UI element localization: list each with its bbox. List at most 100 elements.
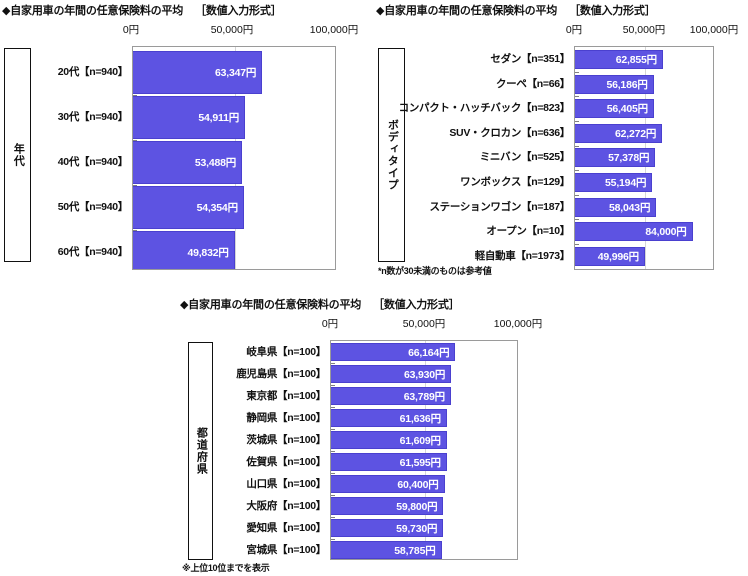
- chart-title-bodytype: ◆自家用車の年間の任意保険料の平均［数値入力形式］: [376, 2, 656, 18]
- bar-age-4[interactable]: 49,832円: [133, 231, 235, 269]
- bar-value-label: 59,730円: [396, 522, 438, 535]
- category-label: 30代【n=940】: [57, 111, 129, 123]
- bar-row: 56,186円: [575, 74, 713, 94]
- bar-age-0[interactable]: 63,347円: [133, 51, 263, 94]
- bar-value-label: 61,636円: [399, 412, 441, 425]
- bar-row: 53,488円: [133, 141, 335, 184]
- plot-area-bodytype: 62,855円 56,186円 56,405円 62,272円 57,378円 55,19…: [574, 46, 714, 270]
- axis-tickmark: [575, 96, 579, 97]
- chart-title-text: ◆自家用車の年間の任意保険料の平均: [180, 299, 362, 311]
- bar-row: 62,855円: [575, 50, 713, 69]
- category-label: 鹿児島県【n=100】: [236, 367, 326, 380]
- chart-title-text: ◆自家用車の年間の任意保険料の平均: [2, 5, 184, 17]
- category-label: 宮城県【n=100】: [246, 543, 326, 556]
- bar-row: 63,789円: [331, 387, 517, 405]
- axis-tick-label: 0円: [122, 24, 140, 36]
- chart-title-suffix: ［数値入力形式］: [195, 5, 282, 17]
- bar-age-2[interactable]: 53,488円: [133, 141, 243, 184]
- bar-row: 61,636円: [331, 409, 517, 427]
- bar-prefecture-8[interactable]: 59,730円: [331, 519, 444, 537]
- bar-prefecture-6[interactable]: 60,400円: [331, 475, 445, 493]
- chart-title-suffix: ［数値入力形式］: [569, 5, 656, 17]
- bar-value-label: 58,043円: [609, 201, 651, 214]
- axis-tick-label: 0円: [565, 24, 583, 36]
- axis-tickmark: [331, 407, 335, 408]
- bar-age-3[interactable]: 54,354円: [133, 186, 244, 229]
- bar-value-label: 84,000円: [645, 226, 687, 239]
- axis-tickmark: [575, 195, 579, 196]
- axis-tickmark: [575, 170, 579, 171]
- bar-prefecture-9[interactable]: 58,785円: [331, 541, 442, 559]
- bar-bodytype-0[interactable]: 62,855円: [575, 50, 663, 69]
- axis-tickmark: [331, 539, 335, 540]
- bar-bodytype-5[interactable]: 55,194円: [575, 173, 653, 192]
- category-label: 岐阜県【n=100】: [246, 345, 326, 358]
- axis-tickmark: [575, 219, 579, 220]
- category-label: 60代【n=940】: [57, 246, 129, 258]
- bar-prefecture-5[interactable]: 61,595円: [331, 453, 447, 471]
- category-label: 大阪府【n=100】: [246, 499, 326, 512]
- axis-tickmark: [331, 363, 335, 364]
- category-label: 40代【n=940】: [57, 156, 129, 168]
- axis-tickmark: [331, 517, 335, 518]
- bar-age-1[interactable]: 54,911円: [133, 96, 246, 139]
- category-label: セダン【n=351】: [490, 53, 570, 65]
- category-label: ミニバン【n=525】: [479, 151, 571, 164]
- group-axis-label: 都道府県: [195, 427, 208, 475]
- group-axis-label: 年代: [12, 143, 25, 167]
- category-label: ワンボックス【n=129】: [460, 176, 570, 188]
- category-label: 東京都【n=100】: [246, 389, 326, 402]
- bar-value-label: 62,272円: [614, 127, 657, 140]
- bar-prefecture-4[interactable]: 61,609円: [331, 431, 447, 449]
- bar-bodytype-3[interactable]: 62,272円: [575, 123, 663, 143]
- bar-value-label: 56,186円: [606, 78, 648, 91]
- axis-tickmark: [133, 140, 137, 141]
- axis-tickmark: [133, 185, 137, 186]
- axis-tickmark: [133, 230, 137, 231]
- plot-area-age: 63,347円 54,911円 53,488円 54,354円 49,832円: [132, 46, 336, 270]
- bar-value-label: 55,194円: [605, 177, 647, 189]
- bar-row: 63,347円: [133, 51, 335, 94]
- bar-bodytype-8[interactable]: 49,996円: [575, 246, 645, 266]
- bar-value-label: 58,785円: [394, 544, 436, 557]
- bar-prefecture-0[interactable]: 66,164円: [331, 343, 456, 361]
- bar-bodytype-4[interactable]: 57,378円: [575, 148, 656, 168]
- bar-value-label: 63,347円: [215, 67, 257, 79]
- bar-bodytype-7[interactable]: 84,000円: [575, 222, 693, 242]
- axis-tick-label: 100,000円: [493, 318, 543, 330]
- category-label: オープン【n=10】: [486, 225, 570, 238]
- group-axis-box-prefecture: 都道府県: [188, 342, 213, 560]
- category-label: 茨城県【n=100】: [246, 433, 326, 446]
- chart-title-age: ◆自家用車の年間の任意保険料の平均 ［数値入力形式］: [2, 2, 282, 18]
- bar-value-label: 60,400円: [397, 478, 439, 491]
- bar-value-label: 49,832円: [187, 247, 229, 259]
- bar-value-label: 61,595円: [399, 456, 441, 469]
- bar-value-label: 54,354円: [196, 202, 238, 214]
- chart-title-suffix: ［数値入力形式］: [373, 299, 460, 311]
- bar-row: 63,930円: [331, 365, 517, 383]
- group-axis-label: ボディタイプ: [386, 119, 399, 191]
- category-label: 20代【n=940】: [57, 66, 129, 78]
- bar-prefecture-1[interactable]: 63,930円: [331, 365, 452, 383]
- axis-tickmark: [575, 72, 579, 73]
- bar-value-label: 61,609円: [399, 434, 441, 447]
- category-label: コンパクト・ハッチバック【n=823】: [398, 102, 571, 115]
- axis-tick-label: 0円: [321, 318, 339, 330]
- bar-value-label: 54,911円: [198, 112, 240, 124]
- bar-row: 60,400円: [331, 475, 517, 493]
- bar-prefecture-2[interactable]: 63,789円: [331, 387, 451, 405]
- bar-row: 59,800円: [331, 497, 517, 515]
- chart-footnote-prefecture: ※上位10位までを表示: [182, 563, 270, 573]
- bar-value-label: 59,800円: [396, 500, 438, 513]
- bar-bodytype-2[interactable]: 56,405円: [575, 99, 654, 119]
- axis-tick-label: 50,000円: [210, 24, 254, 36]
- bar-bodytype-6[interactable]: 58,043円: [575, 197, 657, 217]
- bar-row: 61,595円: [331, 453, 517, 471]
- bar-bodytype-1[interactable]: 56,186円: [575, 74, 654, 94]
- axis-tickmark: [331, 385, 335, 386]
- axis-tickmark: [331, 495, 335, 496]
- bar-prefecture-3[interactable]: 61,636円: [331, 409, 447, 427]
- bar-prefecture-7[interactable]: 59,800円: [331, 497, 444, 515]
